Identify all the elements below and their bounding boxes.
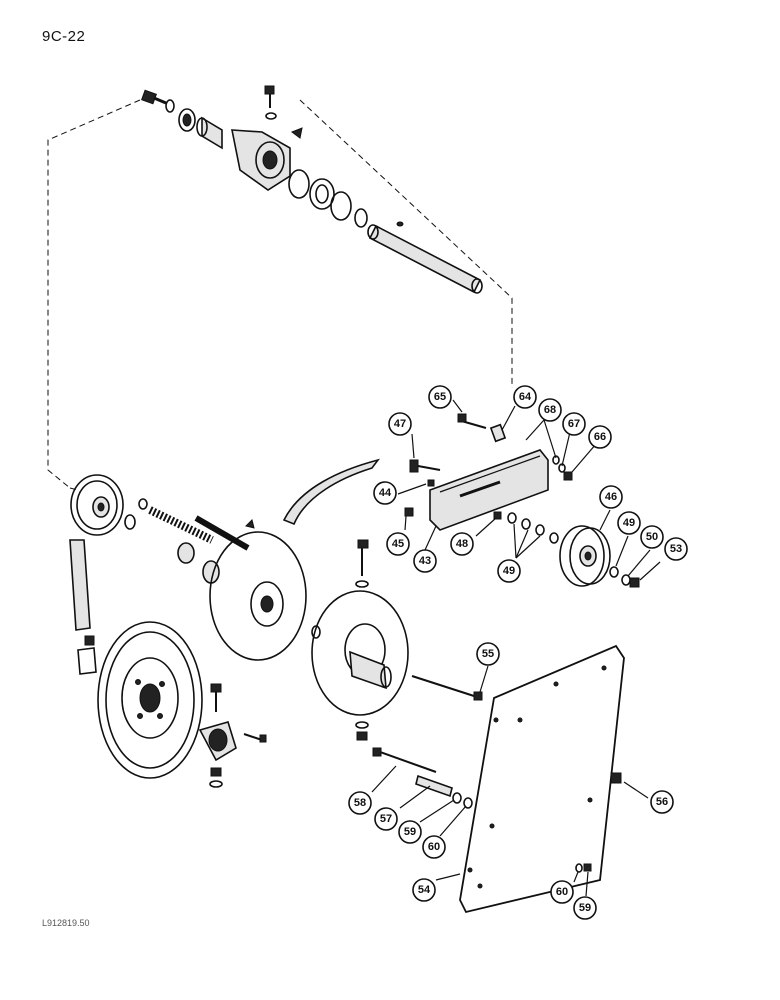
callout-label: 50 — [646, 531, 658, 543]
callout-label: 60 — [556, 886, 568, 898]
callout-50: 50 — [640, 525, 664, 549]
callout-label: 65 — [434, 391, 446, 403]
callout-48: 48 — [450, 532, 474, 556]
callout-label: 68 — [544, 404, 556, 416]
callout-label: 47 — [394, 418, 406, 430]
callout-47: 47 — [388, 412, 412, 436]
callout-label: 59 — [579, 902, 591, 914]
callout-68: 68 — [538, 398, 562, 422]
page-reference: 9C-22 — [42, 28, 86, 45]
figure-code: L912819.50 — [42, 918, 90, 928]
large-pulley-assembly — [97, 621, 267, 788]
small-pulley-spring-assembly — [69, 474, 250, 675]
callout-label: 60 — [428, 841, 440, 853]
callout-44: 44 — [373, 481, 397, 505]
callout-label: 53 — [670, 543, 682, 555]
callout-43: 43 — [413, 549, 437, 573]
callout-64: 64 — [513, 385, 537, 409]
callout-label: 49 — [503, 565, 515, 577]
callout-49: 49 — [617, 511, 641, 535]
callout-65: 65 — [428, 385, 452, 409]
callout-label: 46 — [605, 491, 617, 503]
callout-45: 45 — [386, 532, 410, 556]
callout-label: 55 — [482, 648, 494, 660]
callout-67: 67 — [562, 412, 586, 436]
callout-label: 48 — [456, 538, 468, 550]
callout-label: 49 — [623, 517, 635, 529]
callout-59: 59 — [573, 896, 597, 920]
callout-label: 59 — [404, 826, 416, 838]
callout-56: 56 — [650, 790, 674, 814]
sheave-discs — [209, 458, 483, 809]
callout-49: 49 — [497, 559, 521, 583]
callout-label: 45 — [392, 538, 404, 550]
callout-label: 54 — [418, 884, 431, 896]
callout-label: 56 — [656, 796, 668, 808]
callout-label: 43 — [419, 555, 431, 567]
assembly-dashed-outline — [47, 99, 513, 491]
callout-58: 58 — [348, 791, 372, 815]
top-bearing-shaft-assembly — [141, 85, 483, 294]
callout-label: 57 — [380, 813, 392, 825]
callout-46: 46 — [599, 485, 623, 509]
callout-60: 60 — [422, 835, 446, 859]
callout-60: 60 — [550, 880, 574, 904]
callout-55: 55 — [476, 642, 500, 666]
callout-53: 53 — [664, 537, 688, 561]
callout-59: 59 — [398, 820, 422, 844]
callout-label: 44 — [379, 487, 392, 499]
idler-arm-assembly — [404, 413, 640, 588]
callout-57: 57 — [374, 807, 398, 831]
callout-label: 66 — [594, 431, 606, 443]
callout-label: 67 — [568, 418, 580, 430]
callout-54: 54 — [412, 878, 436, 902]
mounting-plate — [459, 644, 625, 914]
callout-label: 58 — [354, 797, 366, 809]
callout-66: 66 — [588, 425, 612, 449]
callout-leaders — [371, 399, 661, 897]
callout-label: 64 — [519, 391, 532, 403]
